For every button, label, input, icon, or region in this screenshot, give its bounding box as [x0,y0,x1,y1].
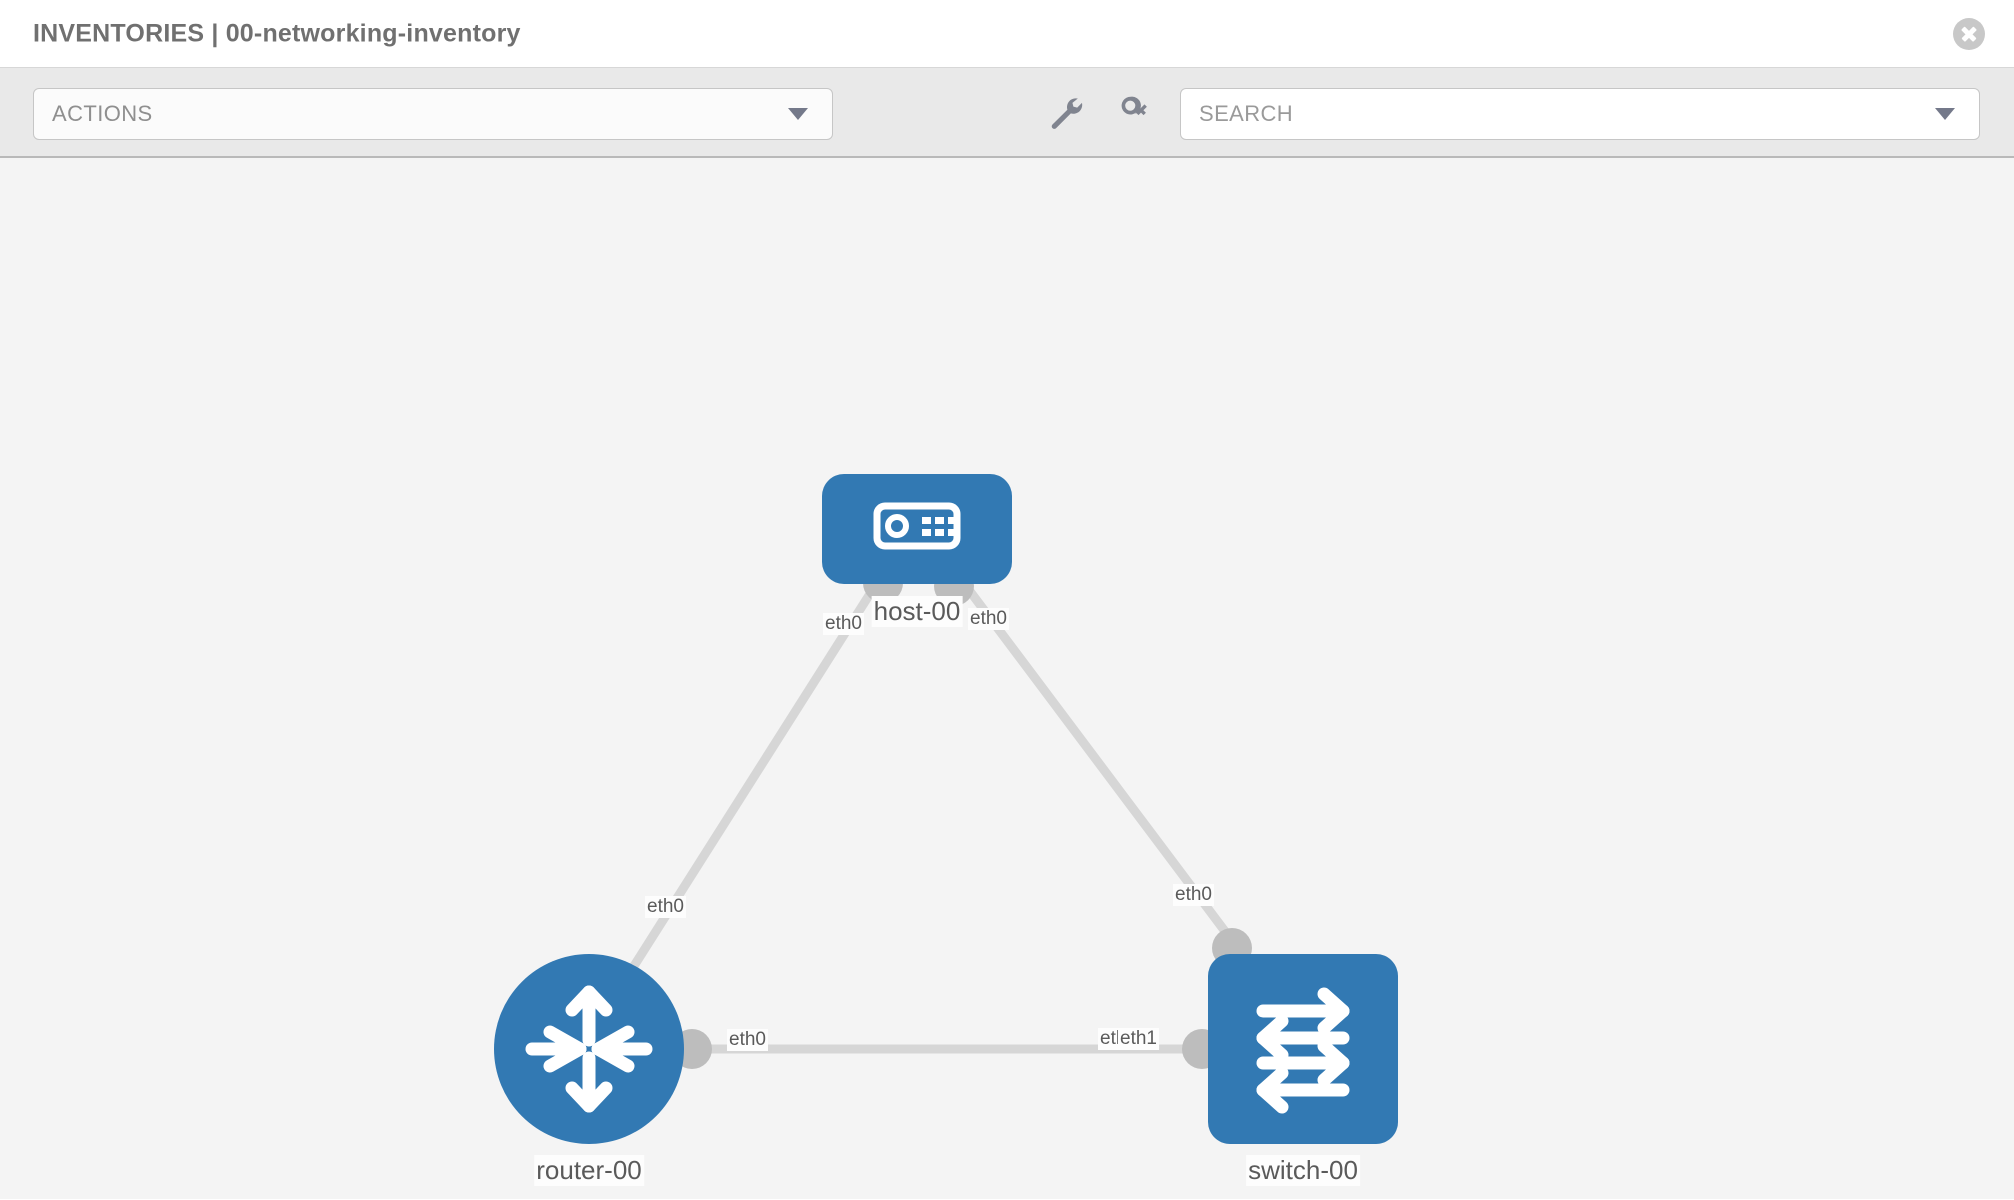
edge-host-router [616,575,884,991]
close-icon[interactable] [1953,17,1985,50]
page-header: INVENTORIES | 00-networking-inventory [0,0,2014,68]
key-icon[interactable] [1116,93,1154,131]
toolbar-icon-group [1046,93,1154,131]
edge-label-host-right: eth0 [968,608,1009,630]
node-label-host-00: host-00 [871,596,963,627]
server-icon [873,502,961,550]
switch-icon [1256,987,1350,1114]
search-input[interactable]: SEARCH [1180,88,1980,140]
actions-dropdown[interactable]: ACTIONS [33,88,833,140]
page-title: INVENTORIES | 00-networking-inventory [33,19,521,47]
edge-label-router-right: eth0 [727,1029,768,1051]
node-switch-00-shape[interactable] [1208,954,1398,1144]
chevron-down-icon [788,108,808,120]
edge-label-host-left: eth0 [823,613,864,635]
edge-label-switch-left: eth1 [1118,1028,1159,1050]
search-placeholder: SEARCH [1199,101,1294,126]
topology-canvas[interactable]: host-00 router-00 switch-00 eth0 eth0 et… [0,158,2014,1199]
actions-dropdown-label: ACTIONS [52,101,153,126]
router-icon [525,985,653,1113]
edge-label-switch-up: eth0 [1173,884,1214,906]
wrench-icon[interactable] [1046,93,1084,131]
node-label-router-00: router-00 [534,1155,644,1186]
edge-label-router-up: eth0 [645,896,686,918]
node-label-switch-00: switch-00 [1246,1155,1360,1186]
node-host-00-shape[interactable] [822,474,1012,584]
search-chevron-down-icon[interactable] [1935,108,1955,120]
topology-edges [616,575,1249,1054]
toolbar: ACTIONS SEARCH [0,68,2014,158]
